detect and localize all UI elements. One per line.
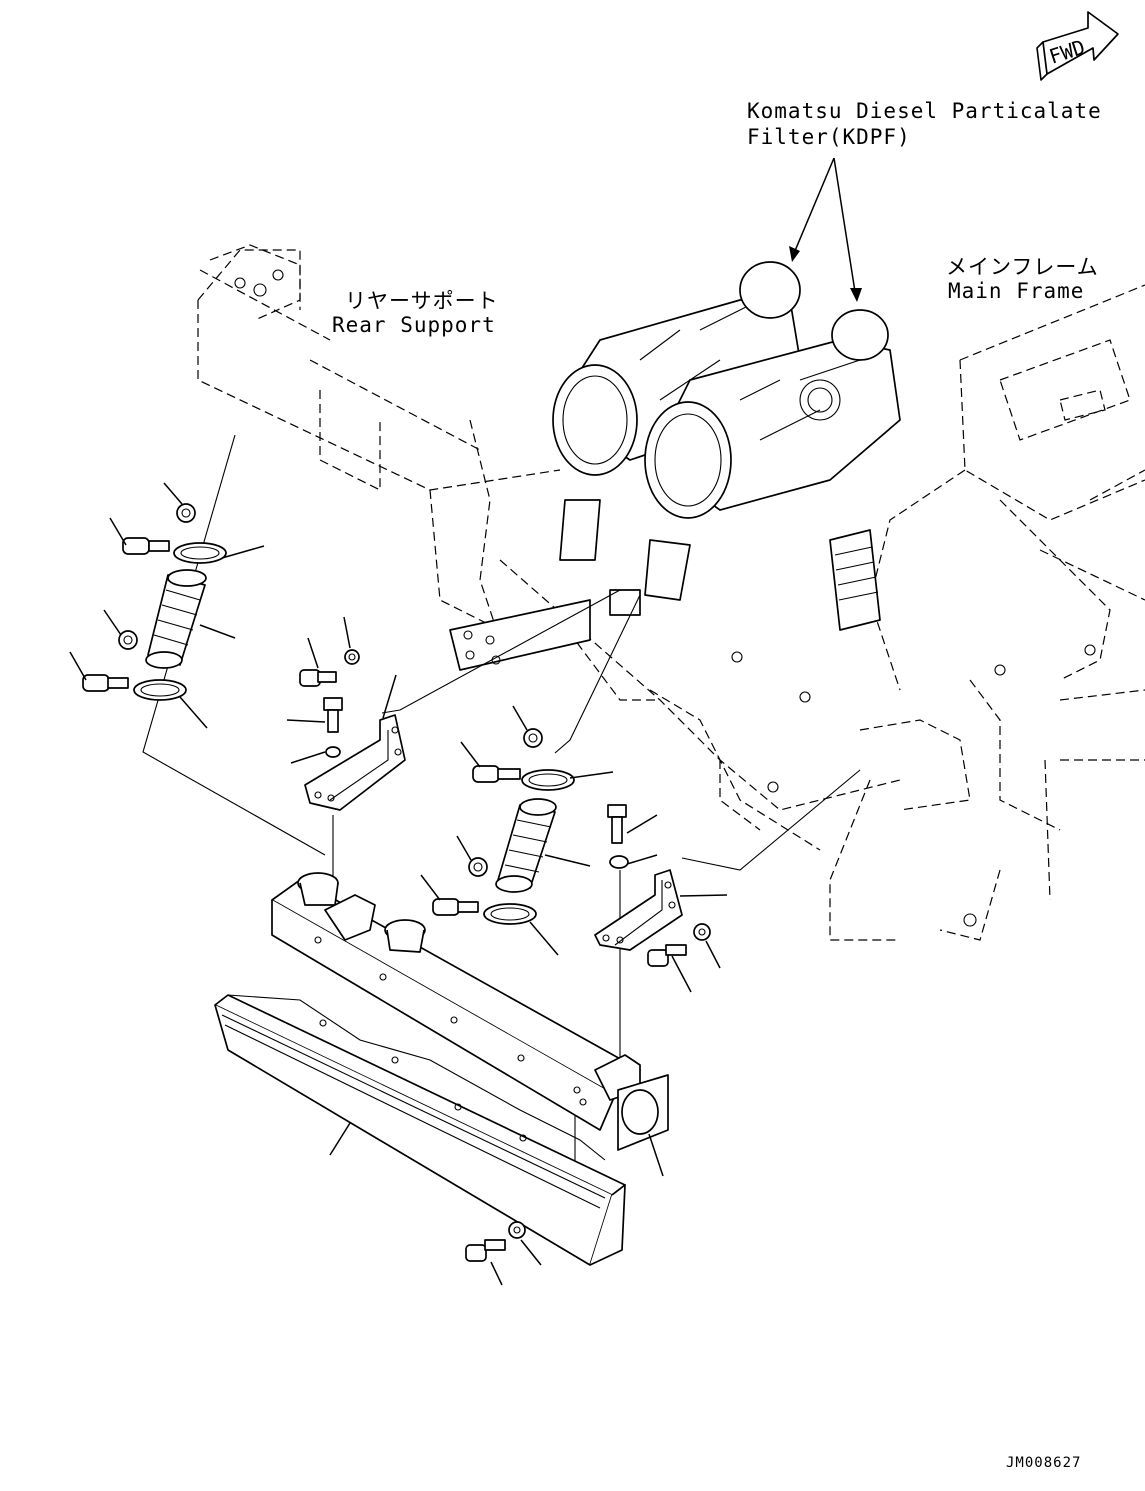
assembly-guide-lines [142, 434, 861, 1215]
exhaust-tube [271, 872, 669, 1151]
middle-hose-assembly [432, 728, 575, 925]
main-frame-label-en: Main Frame [948, 279, 1085, 303]
left-bracket-assembly [299, 649, 406, 811]
kdpf-canister-right [644, 309, 901, 519]
part-leader-lines [69, 482, 728, 1286]
main-frame-label-jp: メインフレーム [946, 255, 1099, 279]
upper-left-hose-assembly [82, 503, 227, 701]
kdpf-label-line1: Komatsu Diesel Particalate [747, 99, 1102, 123]
kdpf-canister-left [552, 261, 801, 476]
kdpf-label-line2: Filter(KDPF) [747, 125, 911, 149]
kdpf-callout-arrows [789, 157, 862, 302]
kdpf-outlet-pipes [559, 499, 881, 631]
lower-frame-beam [499, 559, 971, 851]
exhaust-cover [214, 994, 626, 1266]
main-frame [829, 284, 1145, 941]
right-bracket-assembly [594, 804, 711, 967]
drawing-code: JM008627 [1006, 1455, 1082, 1471]
rear-support-label-jp: リヤーサポート [345, 289, 499, 313]
bottom-bolt-assembly [465, 1221, 526, 1262]
cross-member-bracket [449, 589, 641, 671]
rear-support-label-en: Rear Support [332, 313, 496, 337]
fwd-arrow-icon: FWD [1036, 11, 1119, 81]
